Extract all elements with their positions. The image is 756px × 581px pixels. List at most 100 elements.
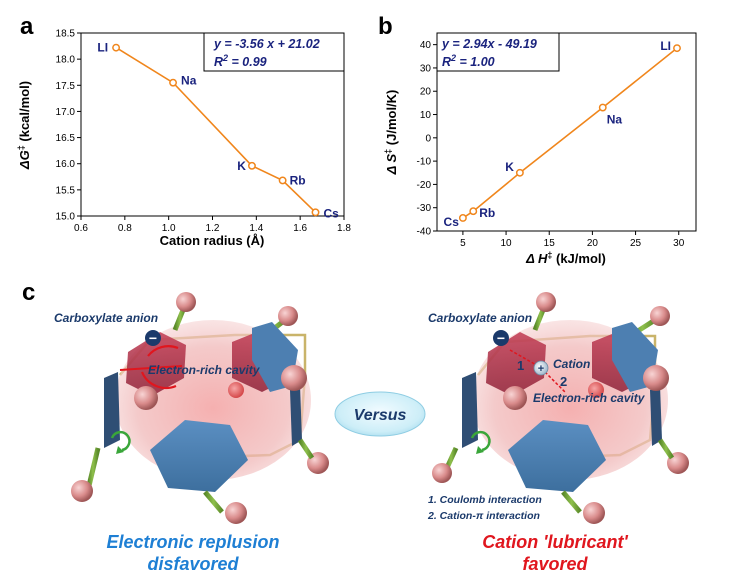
rotation-arrow-icon xyxy=(470,430,491,452)
molecule-left-side-panel xyxy=(290,385,302,446)
chart-a-equation: y = -3.56 x + 21.02 xyxy=(213,37,320,51)
chart-b-point-label-rb: Rb xyxy=(479,206,495,220)
chart-a-point-cs xyxy=(311,208,320,217)
chart-b-fit-line xyxy=(462,47,678,219)
chart-b-point-rb xyxy=(469,207,478,216)
repulsion-mark-icon xyxy=(119,365,183,371)
chart-a-ylabel-unit: (kcal/mol) xyxy=(17,81,32,145)
chart-b-point-label-k: K xyxy=(505,160,514,174)
chart-a-point-rb xyxy=(278,176,287,185)
molecule-right-ball xyxy=(503,386,527,410)
chart-a-ytick-label: 15.0 xyxy=(56,212,76,223)
molecule-right-red-hexagon xyxy=(486,332,546,396)
chart-a-r2-r: R xyxy=(214,55,223,69)
chart-b-ytick-label: 30 xyxy=(420,63,432,74)
chart-b-r2-r: R xyxy=(442,55,451,69)
molecule-left-minus-sign: − xyxy=(149,330,157,346)
chart-a-equation-box xyxy=(203,32,345,72)
chart-b-point-k xyxy=(515,168,524,177)
chart-b-xtick-label: 25 xyxy=(630,238,642,249)
cation-sphere xyxy=(533,360,549,376)
chart-b-ylabel-main: Δ S xyxy=(384,154,399,176)
chart-a-ytick-label: 16.0 xyxy=(56,159,76,170)
chart-b-ytick-label: 20 xyxy=(420,87,432,98)
chart-b-plot-frame xyxy=(436,32,697,232)
chart-b-xtick-label: 30 xyxy=(673,238,685,249)
chart-a-point-label-cs: Cs xyxy=(324,206,340,220)
molecule-left-red-hexagon xyxy=(126,332,186,396)
chart-b-point-li xyxy=(673,44,681,53)
chart-a-ytick-label: 15.5 xyxy=(56,185,76,196)
chart-a-point-label-li: LI xyxy=(97,41,108,55)
chart-b-point-label-li: LI xyxy=(660,39,671,53)
chart-b-r2-value: = 1.00 xyxy=(456,55,495,69)
molecule-left-ball xyxy=(278,306,298,326)
cation-plus-sign: + xyxy=(538,363,544,375)
molecule-left-stick xyxy=(297,438,315,460)
molecule-left-ball xyxy=(281,365,307,391)
chart-b-ytick-label: 10 xyxy=(420,110,432,121)
chart-a-point-na xyxy=(169,78,178,87)
caption-left-line1: Electronic replusion xyxy=(106,532,279,552)
interaction-legend-2-pi: π xyxy=(476,510,484,522)
chart-a-r2: R2 = 0.99 xyxy=(214,53,267,69)
chart-b-xlabel: Δ H‡ (kJ/mol) xyxy=(525,250,606,266)
panel-letter-c: c xyxy=(22,279,35,306)
chart-a-xtick-label: 1.2 xyxy=(206,223,220,234)
molecule-left-stick xyxy=(203,490,224,514)
interaction-legend-1: 1. Coulomb interaction xyxy=(428,494,542,506)
chart-b-equation-box xyxy=(436,32,560,72)
chart-a-ylabel-main: ΔG xyxy=(17,150,32,170)
chart-a-ylabel-sup: ‡ xyxy=(16,145,26,150)
chart-b-equation: y = 2.94x - 49.19 xyxy=(441,37,537,51)
repulsion-mark-icon xyxy=(140,371,177,390)
rotation-arrow-head-icon xyxy=(476,446,484,454)
molecule-right-ball xyxy=(432,463,452,483)
molecule-left-side-panel xyxy=(104,372,120,448)
molecule-right-anion-label: Carboxylate anion xyxy=(428,311,532,325)
chart-b-ylabel: Δ S‡ (J/mol/K) xyxy=(383,90,399,176)
interaction-number-1: 1 xyxy=(517,358,524,373)
chart-a-point-label-k: K xyxy=(237,159,246,173)
chart-b-ytick-label: -30 xyxy=(417,203,432,214)
chart-b-xlabel-sup: ‡ xyxy=(547,250,552,260)
chart-b-point-label-cs: Cs xyxy=(444,215,460,229)
chart-a-ytick-label: 18.0 xyxy=(56,55,76,66)
chart-b-point-na xyxy=(598,103,607,112)
molecule-left-anion-badge xyxy=(145,330,161,346)
interaction-legend-2-prefix: 2. Cation- xyxy=(427,510,476,522)
chart-b-ytick-label: -40 xyxy=(417,227,432,238)
chart-b-r2: R2 = 1.00 xyxy=(442,53,495,69)
caption-right-line2: favored xyxy=(522,554,588,574)
chart-b-point-cs xyxy=(458,214,467,222)
chart-a-xtick-label: 1.4 xyxy=(249,223,263,234)
molecule-left-ball xyxy=(225,502,247,524)
versus-label: Versus xyxy=(354,407,407,424)
chart-b-ytick-label: -20 xyxy=(417,180,432,191)
molecule-right: − + 1 2 Carboxylate anion Cation Electro… xyxy=(427,292,689,574)
interaction-legend-2-suffix: interaction xyxy=(483,510,540,522)
chart-a-point-label-na: Na xyxy=(181,74,197,88)
panel-letter-a: a xyxy=(20,13,34,40)
molecule-left-cavity-atom xyxy=(228,382,244,398)
chart-a-fit-line xyxy=(115,46,317,213)
chart-b-ylabel-unit: (J/mol/K) xyxy=(384,90,399,149)
molecule-right-ball xyxy=(650,306,670,326)
panel-letter-b: b xyxy=(378,13,393,40)
chart-b-ylabel-sup: ‡ xyxy=(383,149,393,154)
chart-a-xtick-label: 1.8 xyxy=(337,223,351,234)
chart-b-xtick-label: 5 xyxy=(460,238,466,249)
chart-a-r2-value: = 0.99 xyxy=(228,55,267,69)
molecule-right-cavity-atom xyxy=(588,382,604,398)
molecule-right-ball xyxy=(643,365,669,391)
cation-label: Cation xyxy=(553,357,590,371)
versus-badge: Versus xyxy=(334,391,426,437)
molecule-right-front-hexagon xyxy=(508,420,606,492)
molecule-left-front-hexagon xyxy=(150,420,248,492)
chart-b-ytick-label: 40 xyxy=(420,40,432,51)
